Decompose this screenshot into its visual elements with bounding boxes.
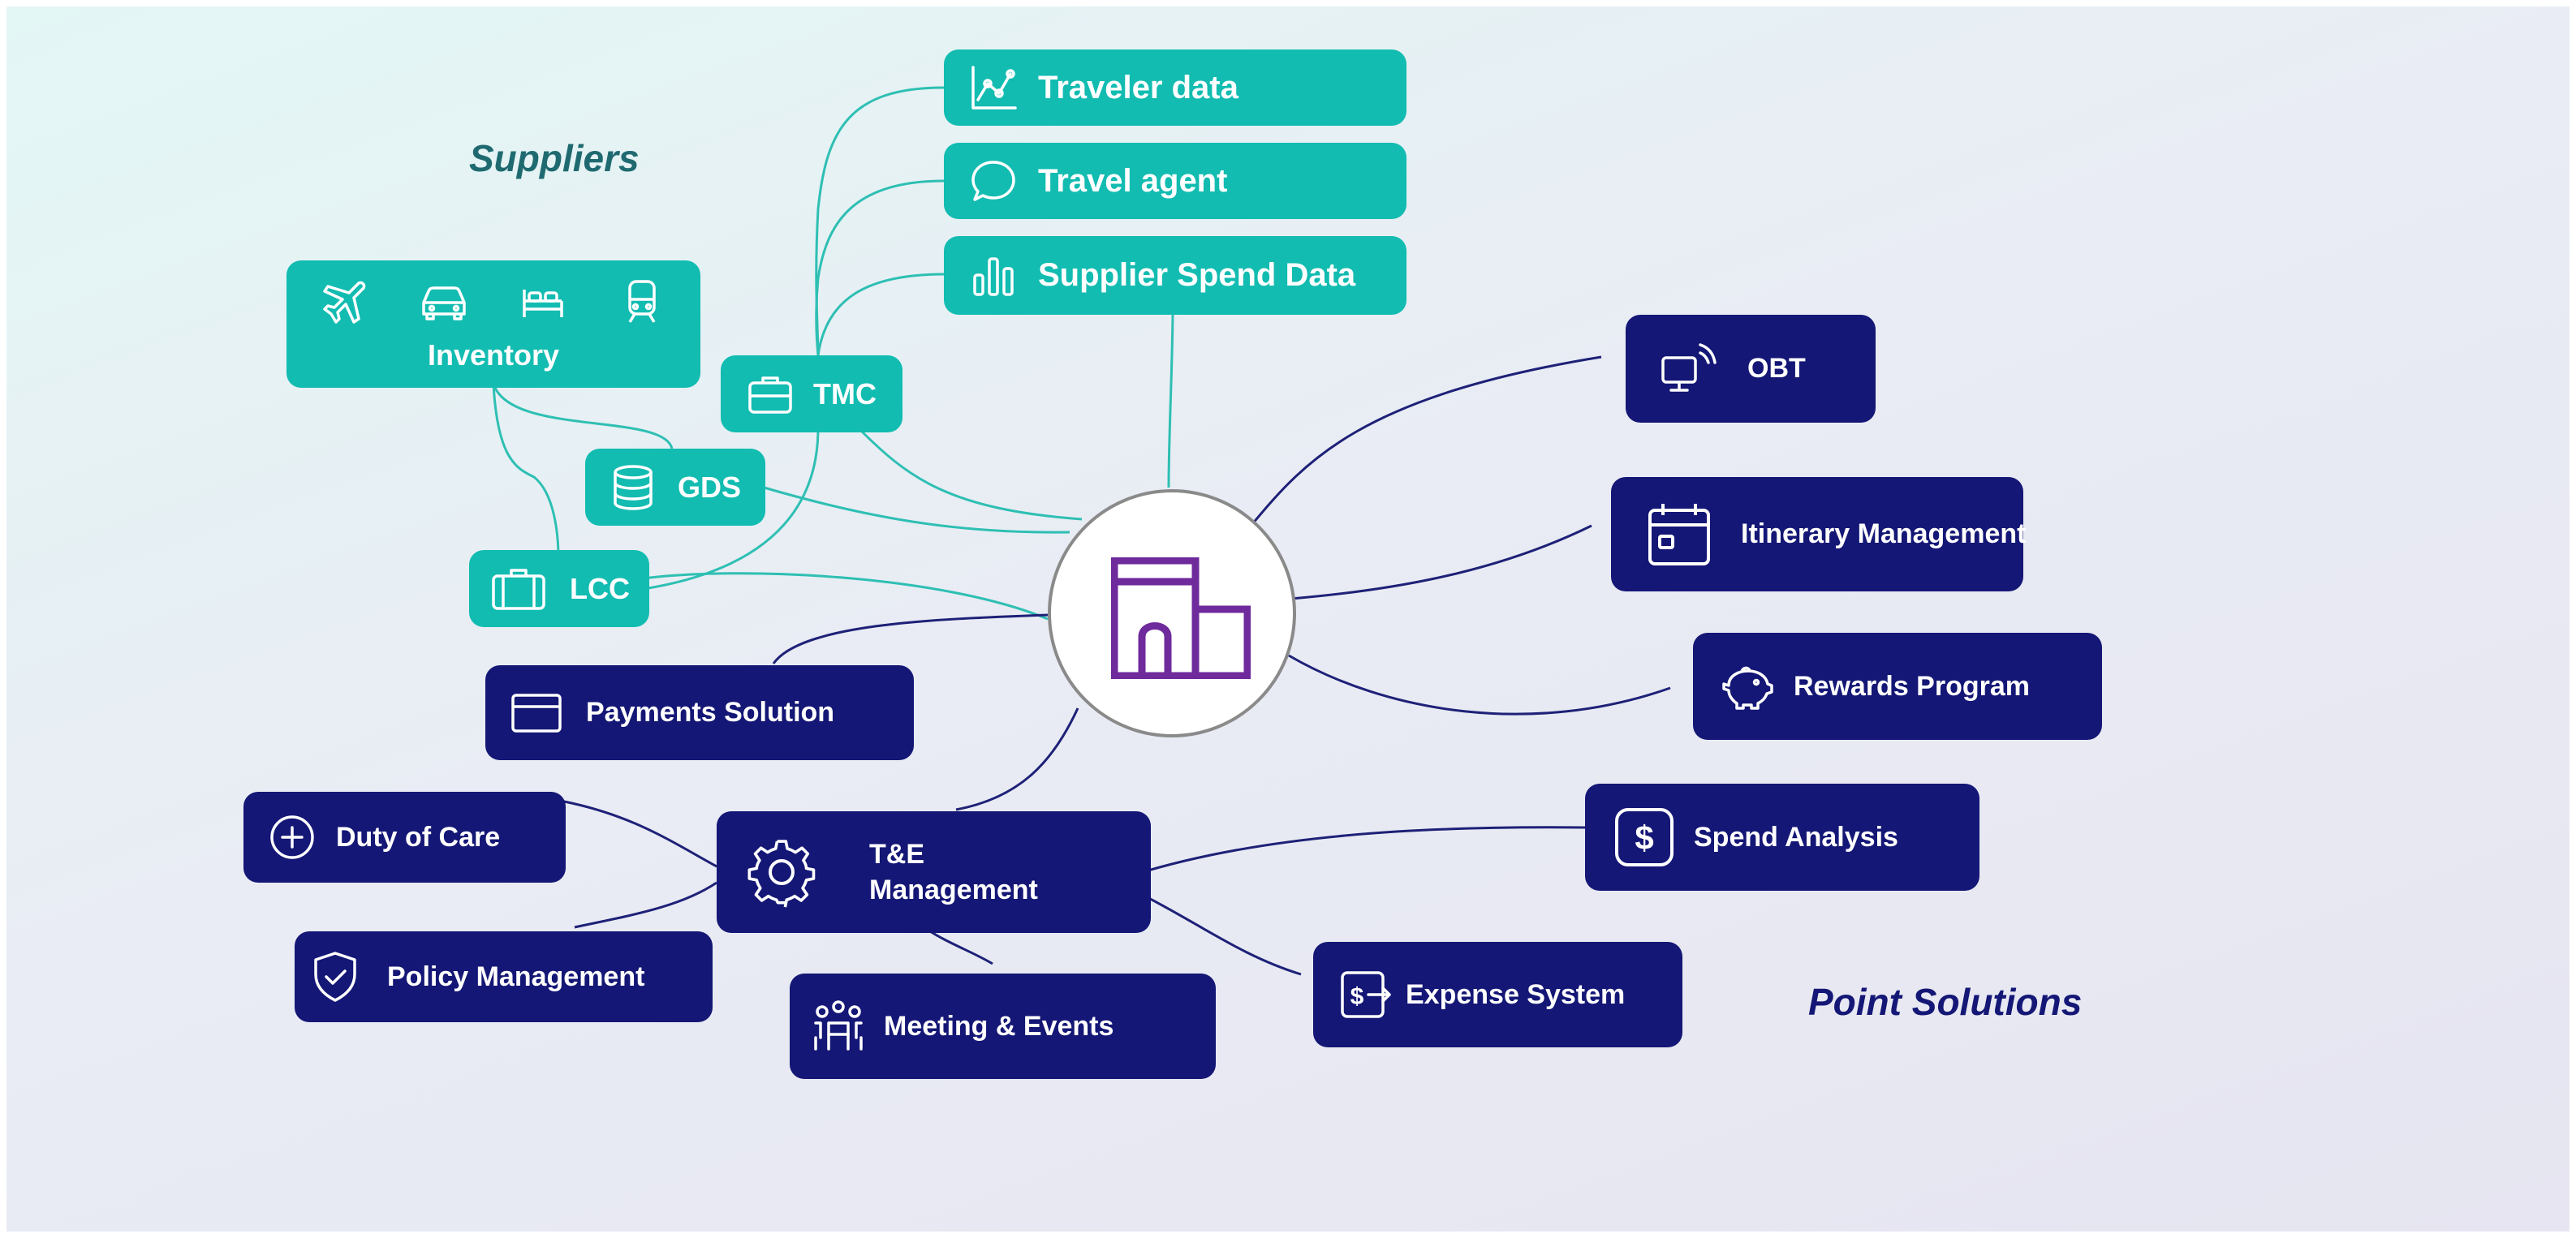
te-management-node: T&E Management <box>717 811 1151 933</box>
connector-tmc-center <box>857 427 1083 521</box>
supplier-connectors <box>492 86 1174 621</box>
expense-icon: $ <box>1339 968 1393 1021</box>
expense-system-label: Expense System <box>1406 978 1626 1010</box>
plane-icon <box>320 277 370 327</box>
connector-te-policy <box>574 881 717 929</box>
connector-te-expense <box>1134 889 1302 976</box>
connector-tmc-lcc <box>643 428 820 591</box>
connector-gds-center <box>760 485 1070 534</box>
connector-center-payments <box>772 613 1049 664</box>
bed-icon <box>518 277 568 327</box>
gds-label: GDS <box>678 470 742 504</box>
building-icon <box>1111 557 1251 679</box>
connector-te-duty <box>555 798 717 868</box>
line-chart-icon <box>968 62 1019 113</box>
obt-label: OBT <box>1747 353 1806 384</box>
policy-management-node: Policy Management <box>295 931 713 1022</box>
inventory-label: Inventory <box>427 337 560 372</box>
traveler-data-node: Traveler data <box>944 49 1406 126</box>
diagram-canvas: Suppliers Point Solutions Traveler data … <box>6 6 2570 1232</box>
svg-text:$: $ <box>1635 819 1653 857</box>
connector-travel-agent-tmc <box>815 179 945 356</box>
lcc-label: LCC <box>570 571 630 605</box>
connector-center-obt <box>1251 355 1602 525</box>
connector-supplier-spend-center <box>1167 314 1174 488</box>
calendar-icon <box>1645 501 1713 569</box>
payments-solution-node: Payments Solution <box>485 665 914 760</box>
duty-of-care-node: Duty of Care <box>243 792 566 883</box>
te-management-label-line2: Management <box>869 875 1038 905</box>
tmc-node: TMC <box>721 355 902 432</box>
solution-connectors <box>555 355 1671 976</box>
itinerary-management-node: Itinerary Management <box>1611 477 2027 591</box>
connector-inventory-gds <box>492 383 674 449</box>
lcc-node: LCC <box>469 550 649 627</box>
briefcase-icon <box>745 372 795 417</box>
dollar-icon: $ <box>1613 806 1676 869</box>
connector-traveler-data-tmc <box>815 86 945 356</box>
svg-text:$: $ <box>1350 983 1364 1010</box>
connector-center-rewards <box>1288 654 1671 716</box>
rewards-program-node: Rewards Program <box>1693 633 2102 740</box>
traveler-data-label: Traveler data <box>1038 69 1238 105</box>
plus-circle-icon <box>268 813 317 862</box>
payments-solution-label: Payments Solution <box>586 697 835 728</box>
expense-system-node: $ Expense System <box>1313 942 1682 1047</box>
obt-node: OBT <box>1626 315 1876 423</box>
car-icon <box>419 277 469 327</box>
meeting-events-node: Meeting & Events <box>790 974 1216 1079</box>
itinerary-management-label: Itinerary Management <box>1741 518 2027 549</box>
duty-of-care-label: Duty of Care <box>336 821 501 853</box>
shield-check-icon <box>311 950 360 1004</box>
te-management-label: T&E Management <box>869 836 1038 908</box>
suppliers-heading: Suppliers <box>469 137 640 179</box>
spend-analysis-node: $ Spend Analysis <box>1585 784 1979 891</box>
connector-supplier-spend-tmc <box>816 273 945 356</box>
travel-agent-label: Travel agent <box>1038 162 1228 199</box>
point-solutions-heading: Point Solutions <box>1808 981 2083 1023</box>
tmc-label: TMC <box>813 376 877 411</box>
central-hub <box>1048 489 1296 737</box>
chat-bubble-icon <box>968 156 1019 206</box>
database-icon <box>610 462 657 513</box>
connector-lcc-center <box>643 572 1049 621</box>
train-icon <box>617 277 667 327</box>
connector-center-te <box>955 707 1079 811</box>
gds-node: GDS <box>585 449 765 526</box>
rewards-program-label: Rewards Program <box>1794 670 2030 702</box>
connector-center-itinerary <box>1290 524 1592 600</box>
te-management-label-line1: T&E <box>869 839 924 870</box>
supplier-spend-data-label: Supplier Spend Data <box>1038 257 1356 293</box>
spend-analysis-label: Spend Analysis <box>1694 821 1898 853</box>
connector-te-spend <box>1134 826 1586 876</box>
credit-card-icon <box>510 690 563 736</box>
connector-lines <box>492 86 1671 976</box>
meeting-icon <box>811 999 866 1054</box>
meeting-events-label: Meeting & Events <box>884 1010 1114 1042</box>
inventory-node: Inventory <box>286 260 700 388</box>
policy-management-label: Policy Management <box>387 961 645 992</box>
connector-inventory-lcc <box>492 383 560 559</box>
travel-agent-node: Travel agent <box>944 143 1406 219</box>
monitor-wifi-icon <box>1658 342 1717 397</box>
luggage-icon <box>490 566 547 612</box>
piggy-bank-icon <box>1721 661 1774 711</box>
bar-chart-icon <box>968 251 1019 301</box>
gear-icon <box>744 835 819 909</box>
supplier-spend-data-node: Supplier Spend Data <box>944 236 1406 315</box>
